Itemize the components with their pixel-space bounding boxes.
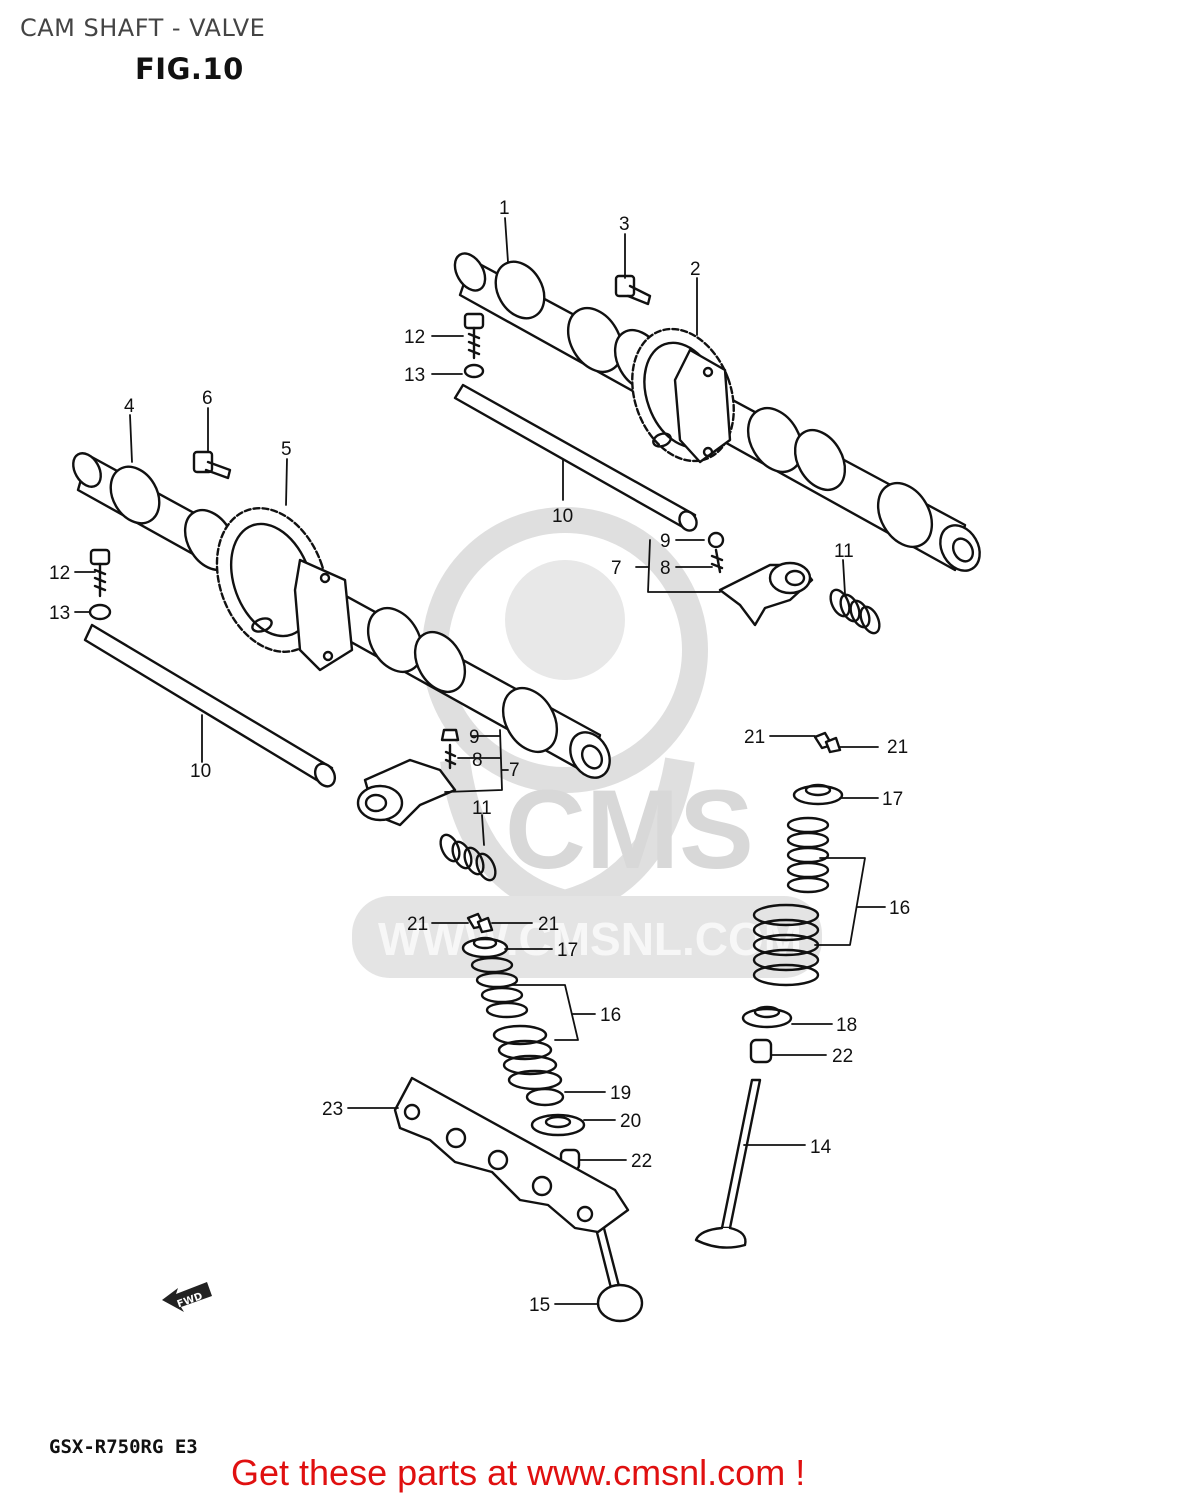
washer-lower	[88, 603, 112, 621]
model-code: GSX-R750RG E3	[49, 1436, 198, 1458]
callout-16-right: 16	[889, 898, 910, 919]
callout-11-lower: 11	[472, 798, 492, 819]
spring-retainer-right	[792, 783, 844, 806]
callout-2: 2	[690, 259, 701, 280]
watermark-cms-text: CMS	[505, 767, 754, 892]
callout-3: 3	[619, 214, 630, 235]
callout-13-upper: 13	[404, 365, 425, 386]
callout-10-lower: 10	[190, 761, 211, 782]
callout-5: 5	[281, 439, 292, 460]
callout-21-left-b: 21	[538, 914, 559, 935]
callout-22-left: 22	[631, 1151, 652, 1172]
rocker-spring-upper	[829, 588, 881, 635]
cms-watermark: CMS WWW.CMSNL.COM	[352, 507, 822, 978]
callout-17-right: 17	[882, 789, 903, 810]
callout-14: 14	[810, 1137, 832, 1158]
callout-13-lower: 13	[49, 603, 70, 624]
leader-lines	[74, 217, 886, 1305]
valve-springs-left	[470, 956, 563, 1091]
callout-15: 15	[529, 1295, 550, 1316]
callout-10-upper: 10	[552, 506, 573, 527]
spring-seat-inner-left	[525, 1087, 565, 1107]
callout-17-left: 17	[557, 940, 578, 961]
callout-18: 18	[836, 1015, 857, 1036]
callout-21-left-a: 21	[407, 914, 428, 935]
callout-22-right: 22	[832, 1046, 853, 1067]
cam-sprocket-upper	[631, 327, 735, 464]
valve-stem-seal-right	[749, 1038, 773, 1064]
valve-cotter-left	[466, 912, 494, 934]
callout-8-upper: 8	[660, 558, 671, 579]
callout-11-upper: 11	[834, 541, 854, 562]
callout-23: 23	[322, 1099, 343, 1120]
valve-intake	[694, 1078, 762, 1249]
cover-plate	[393, 1076, 630, 1234]
callout-16-left: 16	[600, 1005, 621, 1026]
promo-banner[interactable]: Get these parts at www.cmsnl.com !	[231, 1452, 806, 1493]
rocker-arm-lower	[356, 728, 460, 827]
rocker-shaft-bolt-upper	[463, 312, 485, 360]
cam-sprocket-lower	[215, 507, 354, 672]
callout-numbers: 1 2 3 4 5 6 7 7 8 8 9 9 10 10 11 11 12 1…	[49, 198, 910, 1316]
callout-1: 1	[499, 198, 510, 219]
fwd-arrow-icon: FWD	[162, 1282, 212, 1312]
callout-7-lower: 7	[509, 760, 520, 781]
callout-19: 19	[610, 1083, 631, 1104]
sprocket-bolt-upper	[614, 274, 652, 306]
callout-12-upper: 12	[404, 327, 425, 348]
callout-12-lower: 12	[49, 563, 70, 584]
callout-9-lower: 9	[469, 727, 480, 748]
figure-label: FIG.10	[135, 52, 244, 86]
callout-21-right-a: 21	[744, 727, 765, 748]
watermark-url-text: WWW.CMSNL.COM	[378, 913, 802, 965]
spring-seat-outer-left	[530, 1113, 586, 1137]
callout-20: 20	[620, 1111, 641, 1132]
valve-springs-right	[752, 816, 830, 987]
rocker-shaft-lower	[83, 623, 337, 788]
callout-21-right-b: 21	[887, 737, 908, 758]
rocker-shaft-upper	[453, 383, 698, 532]
callout-9-upper: 9	[660, 531, 671, 552]
callout-4: 4	[124, 396, 135, 417]
callout-6: 6	[202, 388, 213, 409]
rocker-arm-upper	[707, 531, 814, 627]
callout-7-upper: 7	[611, 558, 622, 579]
spring-retainer-left	[461, 936, 509, 959]
valve-cotter-right	[813, 731, 842, 754]
washer-upper	[463, 363, 485, 379]
spring-seat-right	[741, 1005, 793, 1029]
rocker-spring-lower	[439, 833, 497, 882]
callout-8-lower: 8	[472, 750, 483, 771]
page-title: CAM SHAFT - VALVE	[20, 14, 266, 42]
sprocket-bolt-lower	[192, 450, 232, 480]
rocker-shaft-bolt-lower	[89, 548, 111, 598]
